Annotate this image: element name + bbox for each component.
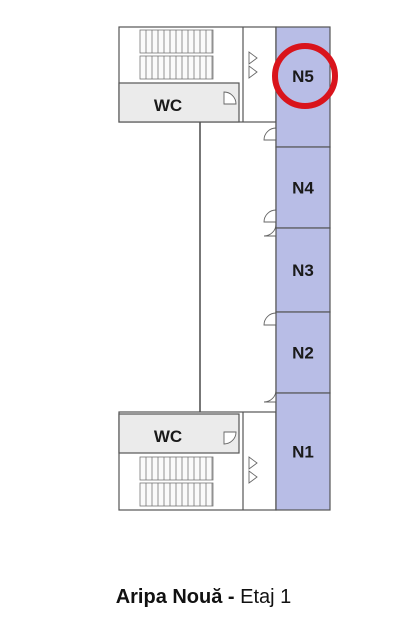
room-n4: N4 [275,146,331,229]
wc-bottom: WC [118,413,240,454]
wing-name: Aripa Nouă [115,586,223,608]
staircase-top [139,29,214,80]
floor-caption: Aripa Nouă - Etaj 1 [0,586,407,609]
highlight-circle [272,43,338,109]
room-n3-label: N3 [292,261,314,280]
room-n2-area [275,311,331,394]
room-n3: N3 [275,227,331,313]
room-n5-label: N5 [292,67,314,86]
staircase-bottom [139,456,214,507]
room-n1-area [275,392,331,511]
wc-bottom-label: WC [154,427,182,446]
room-n1: N1 [275,392,331,511]
wc-top: WC [118,82,240,123]
room-n3-area [275,227,331,313]
wc-top-label: WC [154,96,182,115]
floor-name: Etaj 1 [240,586,292,608]
room-n1-label: N1 [292,443,314,462]
room-n4-area [275,146,331,229]
caption-separator: - [222,586,241,608]
doors [223,51,277,484]
room-n4-label: N4 [292,179,314,198]
room-n2-label: N2 [292,344,314,363]
room-n2: N2 [275,311,331,394]
